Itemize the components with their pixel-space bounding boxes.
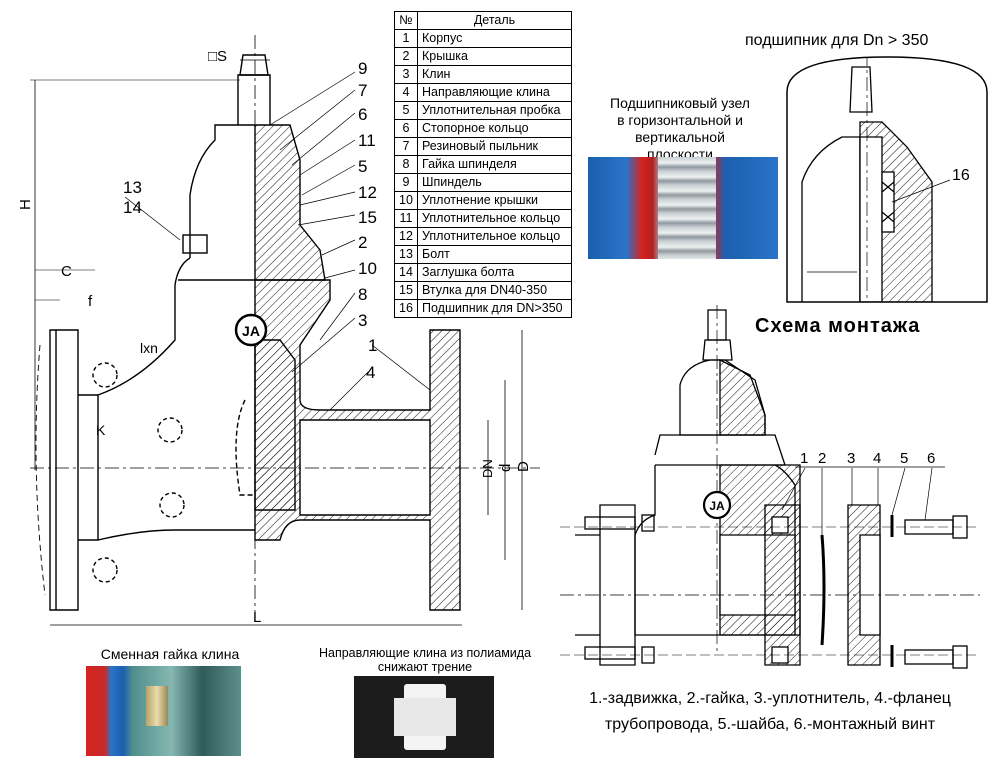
callout-3: 3 — [358, 311, 367, 330]
wedge-nut-photo-detail — [146, 686, 168, 726]
manufacturer-logo: JA — [234, 313, 268, 347]
part-name: Гайка шпинделя — [417, 155, 572, 174]
callout-2: 2 — [358, 233, 367, 252]
part-name: Уплотнение крышки — [417, 191, 572, 210]
callout-15: 15 — [358, 208, 377, 227]
mount-callout-3: 3 — [847, 450, 855, 467]
dim-h: H — [17, 199, 34, 210]
callout-12: 12 — [358, 183, 377, 202]
dim-d-big: D — [515, 461, 532, 472]
mount-caption-line: 1.-задвижка, 2.-гайка, 3.-уплотнитель, 4… — [589, 690, 951, 707]
guides-photo-insert-wide — [394, 698, 456, 736]
dim-os: □S — [208, 48, 227, 65]
guides-photo — [354, 676, 494, 758]
callout-1: 1 — [368, 336, 377, 355]
dim-c: C — [61, 263, 72, 280]
dim-f: f — [88, 293, 93, 310]
valve-section-drawing: JA □S H C f lxn K L DN d D 9 7 6 11 5 12… — [17, 35, 540, 626]
callout-6: 6 — [358, 105, 367, 124]
guides-caption-line: Направляющие клина из полиамида — [318, 646, 532, 660]
callout-14: 14 — [123, 198, 142, 217]
dim-l: L — [253, 609, 261, 626]
dim-k: K — [96, 422, 106, 438]
callout-7: 7 — [358, 81, 367, 100]
mount-caption-line: трубопровода, 5.-шайба, 6.-монтажный вин… — [604, 716, 936, 733]
callout-11: 11 — [358, 131, 376, 150]
callout-4: 4 — [366, 363, 375, 382]
callout-8: 8 — [358, 285, 367, 304]
callout-16: 16 — [952, 167, 970, 184]
bearing-caption-line: вертикальной — [635, 129, 725, 145]
bearing-title: подшипник для Dn > 350 — [745, 32, 929, 49]
callout-10: 10 — [358, 259, 377, 278]
logo-text: JA — [242, 323, 260, 339]
mount-title: Схема монтажа — [755, 315, 921, 337]
part-number: 11 — [394, 209, 418, 228]
guides-caption-line: снижают трение — [377, 660, 473, 674]
part-name: Шпиндель — [417, 173, 572, 192]
part-number: 13 — [394, 245, 418, 264]
callout-5: 5 — [358, 157, 367, 176]
mount-caption: 1.-задвижка, 2.-гайка, 3.-уплотнитель, 4… — [560, 686, 980, 738]
callout-13: 13 — [123, 178, 142, 197]
dim-d-small: d — [497, 464, 514, 472]
mount-callout-5: 5 — [900, 450, 908, 467]
wedge-nut-caption: Сменная гайка клина — [100, 646, 240, 662]
dim-lxn: lxn — [140, 340, 158, 356]
bearing-caption-line: в горизонтальной и — [617, 112, 743, 128]
mount-scheme-drawing: JA 1 2 3 4 5 6 — [560, 305, 980, 669]
bearing-detail-drawing: 16 — [786, 56, 988, 303]
part-name: Втулка для DN40-350 — [417, 281, 572, 300]
mount-callout-6: 6 — [927, 450, 935, 467]
bearing-caption-line: Подшипниковый узел — [610, 95, 750, 111]
part-name: Заглушка болта — [417, 263, 572, 282]
mount-logo-text: JA — [709, 499, 725, 513]
wedge-nut-photo — [86, 666, 241, 756]
mount-callout-1: 1 — [800, 450, 808, 467]
bearing-photo-shaft — [658, 157, 716, 259]
bearing-photo — [588, 157, 778, 259]
part-name: Подшипник для DN>350 — [417, 299, 572, 318]
part-name: Уплотнительное кольцо — [417, 227, 572, 246]
guides-caption: Направляющие клина из полиамида снижают … — [300, 646, 550, 674]
mount-callout-4: 4 — [873, 450, 881, 467]
bearing-caption: Подшипниковый узел в горизонтальной и ве… — [590, 95, 770, 163]
part-number: 15 — [394, 281, 418, 300]
part-name: Направляющие клина — [417, 83, 572, 102]
dim-dn: DN — [480, 459, 495, 478]
part-name: Уплотнительная пробка — [417, 101, 572, 120]
callout-9: 9 — [358, 59, 367, 78]
mount-callout-2: 2 — [818, 450, 826, 467]
part-name: Резиновый пыльник — [417, 137, 572, 156]
